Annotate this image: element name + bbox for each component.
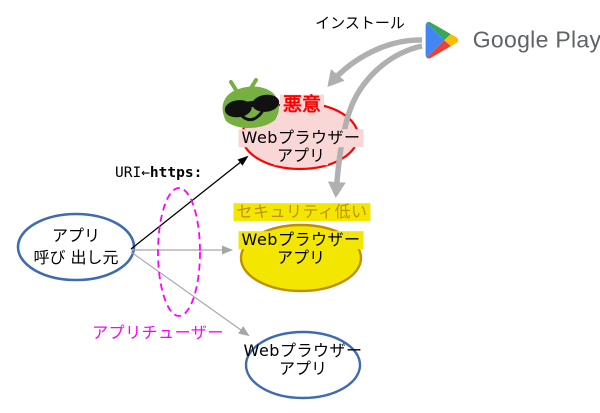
normal-browser-type: アプリ <box>278 359 328 379</box>
sunglasses <box>224 94 280 118</box>
caller-app-name: アプリ <box>51 226 101 246</box>
malicious-label: 悪意 <box>279 94 325 116</box>
google-play-wordmark: Google Play <box>472 26 600 53</box>
google-play-icon <box>425 21 459 59</box>
install-arrow-to-malicious <box>327 37 423 88</box>
uri-prefix: URI← <box>115 165 150 182</box>
caller-app-type: 呼び 出し元 <box>33 248 119 268</box>
low-security-browser-type: アプリ <box>273 249 329 267</box>
normal-browser-name: Webプラウザー <box>243 341 363 361</box>
uri-scheme-label: URI←https: <box>115 165 203 182</box>
app-chooser-label: アプリチューザー <box>92 323 224 343</box>
install-label: インストール <box>315 13 405 32</box>
malicious-browser-type: アプリ <box>273 147 329 165</box>
uri-call-arrow <box>130 155 249 250</box>
app-chooser-ellipse <box>157 187 201 317</box>
chooser-arrow-to-normal <box>130 251 250 337</box>
low-security-browser-name: Webプラウザー <box>238 231 364 249</box>
android-robot-sunglasses-icon <box>222 78 280 129</box>
malicious-browser-name: Webプラウザー <box>238 129 364 147</box>
install-arrow-to-low-security <box>327 43 423 198</box>
uri-https-scheme: https: <box>149 165 203 182</box>
normal-browser-ellipse <box>244 330 362 400</box>
smirk-mouth <box>240 110 264 122</box>
caller-app-ellipse <box>16 212 136 282</box>
low-security-label: セキュリティ低い <box>233 203 371 221</box>
